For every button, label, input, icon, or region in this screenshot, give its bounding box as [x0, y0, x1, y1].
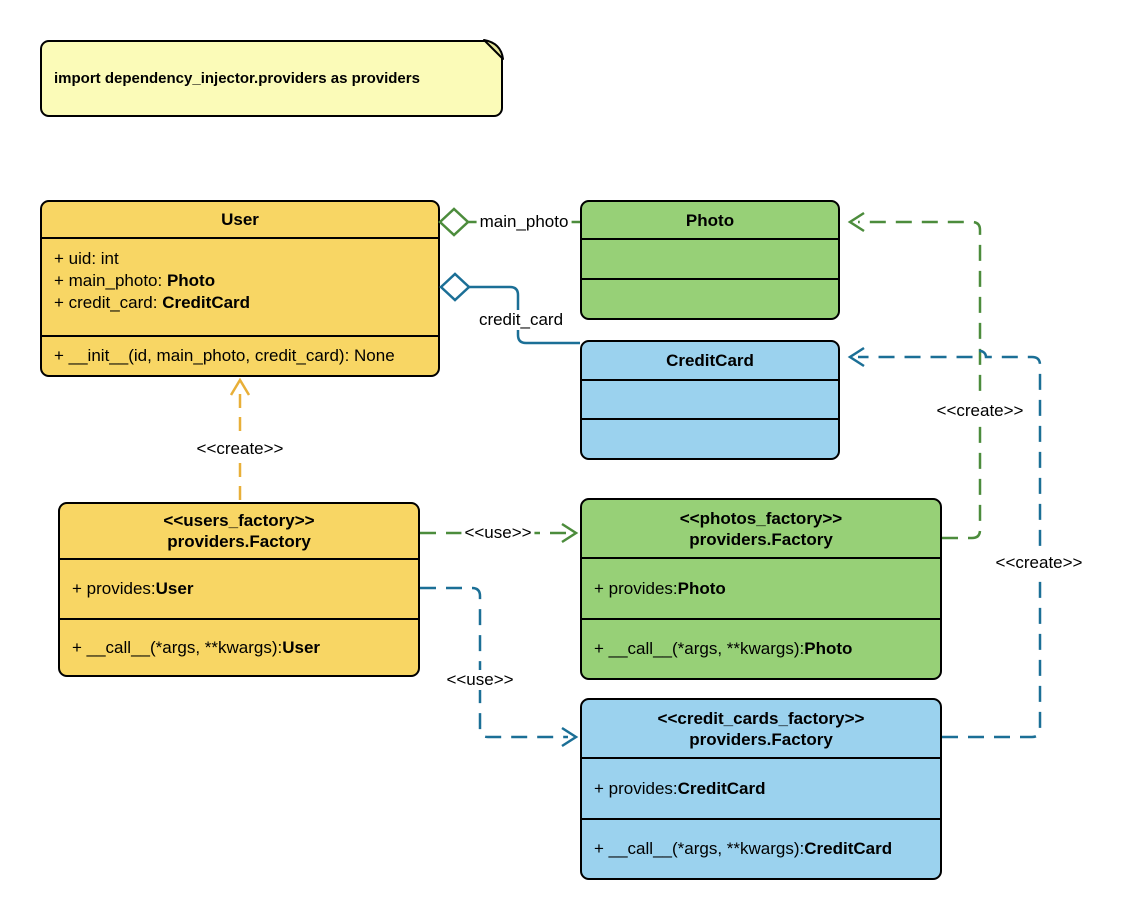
arrowhead-icon-create-credit-card — [847, 346, 865, 368]
note-text: import dependency_injector.providers as … — [54, 70, 420, 87]
attribute-provides: + provides: User — [60, 558, 418, 618]
class-name-label: providers.Factory — [689, 729, 833, 749]
arrowhead-icon-use-photos — [561, 522, 579, 544]
attribute-main-photo: + main_photo: Photo — [54, 271, 216, 290]
class-credit-card-title: CreditCard — [666, 351, 754, 370]
class-user[interactable]: User + uid: int + main_photo: Photo + cr… — [40, 200, 440, 377]
class-name-label: providers.Factory — [167, 532, 311, 551]
edge-use-credit-cards-factory[interactable] — [420, 586, 568, 739]
class-credit-cards-factory-title: <<credit_cards_factory>> providers.Facto… — [582, 700, 940, 757]
stereotype-label: <<users_factory>> — [163, 511, 315, 530]
empty-attributes-compartment — [582, 238, 838, 278]
aggregation-diamond-icon-credit-card — [439, 272, 471, 302]
method-call: + __call__(*args, **kwargs): User — [60, 618, 418, 675]
class-name-label: providers.Factory — [689, 529, 833, 549]
edge-label-main-photo[interactable]: main_photo — [476, 212, 572, 232]
stereotype-label: <<photos_factory>> — [679, 508, 843, 528]
arrowhead-icon-create-photo — [847, 211, 865, 233]
edge-label-use-credit-cards[interactable]: <<use>> — [443, 670, 517, 690]
method-call: + __call__(*args, **kwargs): CreditCard — [582, 818, 940, 878]
empty-attributes-compartment — [582, 379, 838, 418]
class-credit-card[interactable]: CreditCard — [580, 340, 840, 460]
class-users-factory-title: <<users_factory>> providers.Factory — [60, 504, 418, 558]
note-import-statement[interactable]: import dependency_injector.providers as … — [40, 40, 503, 117]
arrowhead-icon-use-credit-cards — [561, 726, 579, 748]
stereotype-label: <<credit_cards_factory>> — [657, 708, 865, 728]
class-photos-factory-title: <<photos_factory>> providers.Factory — [582, 500, 940, 557]
edge-label-credit-card[interactable]: credit_card — [475, 310, 567, 330]
class-user-attributes: + uid: int + main_photo: Photo + credit_… — [42, 237, 438, 335]
edge-label-create-user[interactable]: <<create>> — [193, 439, 287, 459]
method-init: + __init__(id, main_photo, credit_card):… — [42, 335, 438, 375]
arrowhead-icon-create-user — [229, 377, 251, 396]
class-credit-cards-factory[interactable]: <<credit_cards_factory>> providers.Facto… — [580, 698, 942, 880]
class-photo-title: Photo — [685, 210, 735, 230]
empty-methods-compartment — [582, 278, 838, 318]
class-users-factory[interactable]: <<users_factory>> providers.Factory + pr… — [58, 502, 420, 677]
edge-label-create-photo[interactable]: <<create>> — [933, 401, 1027, 421]
empty-methods-compartment — [582, 418, 838, 457]
method-call: + __call__(*args, **kwargs): Photo — [582, 618, 940, 678]
attribute-uid: + uid: int — [54, 249, 119, 268]
edge-label-use-photos[interactable]: <<use>> — [461, 523, 535, 543]
class-photo[interactable]: Photo — [580, 200, 840, 320]
attribute-credit-card: + credit_card: CreditCard — [54, 293, 251, 312]
aggregation-diamond-icon-main-photo — [438, 207, 470, 237]
edge-create-photo[interactable] — [858, 220, 982, 540]
class-photos-factory[interactable]: <<photos_factory>> providers.Factory + p… — [580, 498, 942, 680]
attribute-provides: + provides: CreditCard — [582, 757, 940, 818]
class-user-title: User — [221, 210, 259, 229]
attribute-provides: + provides: Photo — [582, 557, 940, 618]
edge-label-create-credit-card[interactable]: <<create>> — [992, 553, 1086, 573]
